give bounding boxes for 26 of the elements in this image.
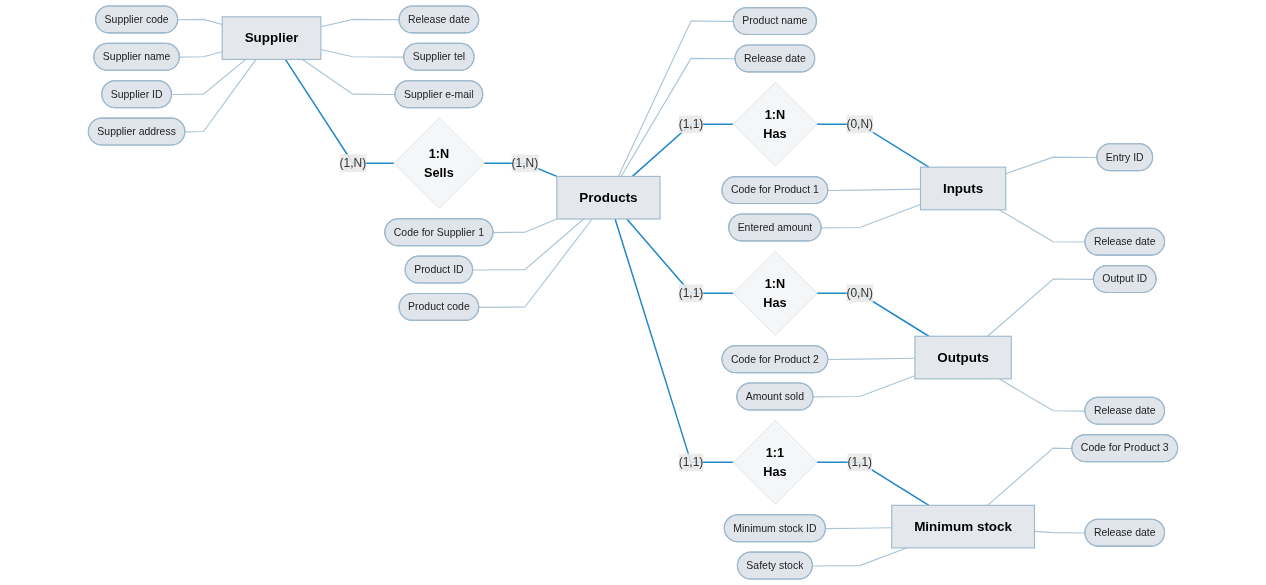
node-box: Inputs <box>919 166 1007 211</box>
node-diamond: 1:N Has <box>732 251 818 336</box>
connector <box>320 18 400 28</box>
edge-label: (1,1) <box>678 286 704 300</box>
edge-label: (1,N) <box>339 156 367 170</box>
edge-label: (1,N) <box>511 156 539 170</box>
node-box: Products <box>556 175 661 220</box>
edge-label: (1,1) <box>847 455 873 469</box>
connector <box>179 51 223 58</box>
connector <box>177 18 223 26</box>
node-diamond: 1:N Has <box>732 81 818 167</box>
node-diamond: 1:1 Has <box>732 420 818 505</box>
node-diamond: 1:N Sells <box>393 117 485 209</box>
connector <box>492 218 558 234</box>
node-box: Supplier <box>221 16 322 60</box>
connector <box>184 58 257 133</box>
edge-label: (0,N) <box>846 117 874 131</box>
edge-label: (0,N) <box>846 286 874 300</box>
connector <box>171 58 247 96</box>
connector <box>472 218 585 271</box>
node-box: Outputs <box>914 335 1012 380</box>
edge-label: (1,1) <box>678 455 704 469</box>
edge-label: (1,1) <box>678 117 704 131</box>
connector <box>478 218 593 308</box>
connector <box>301 58 396 96</box>
node-box: Minimum stock <box>891 504 1036 549</box>
